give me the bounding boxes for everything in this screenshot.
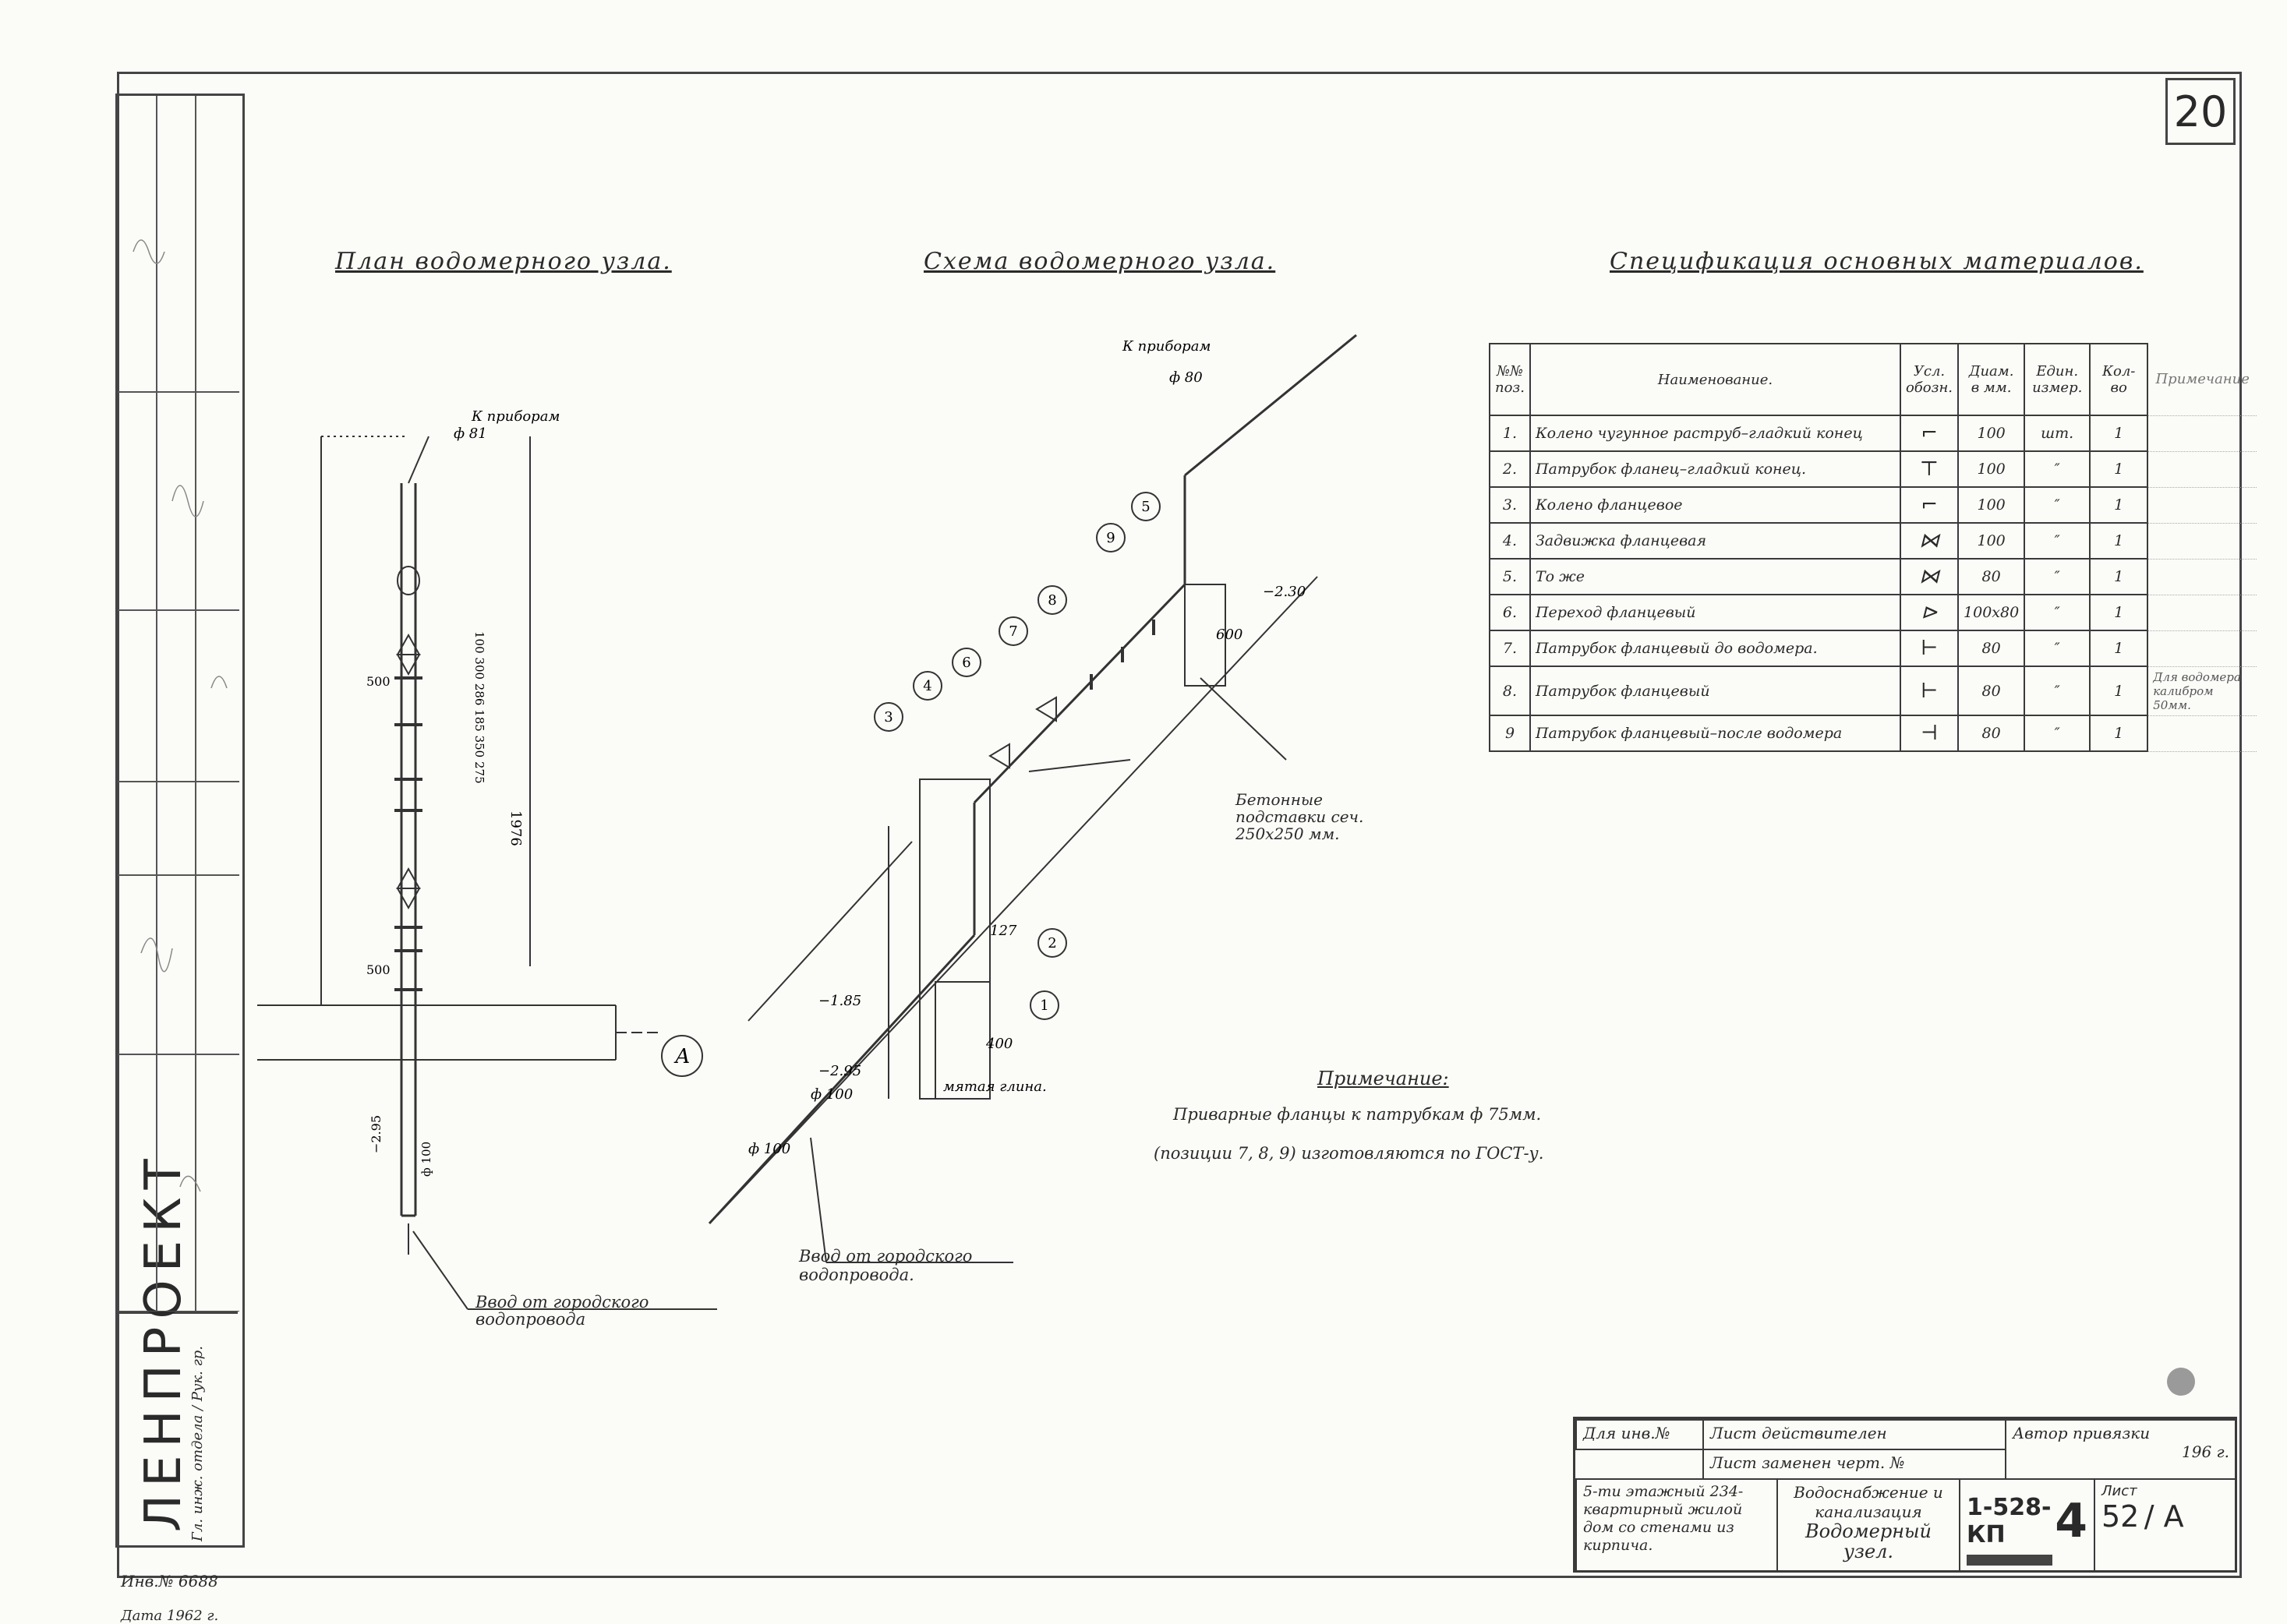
scheme-elev-bottom: −2.95 [818, 1063, 861, 1079]
sheet-number: 20 [2165, 78, 2236, 145]
note-heading: Примечание: [1317, 1068, 1449, 1089]
plan-elev: −2.95 [369, 1115, 384, 1153]
scheme-dia-b: ф 100 [811, 1086, 853, 1103]
inventory-date: Дата 1962 г. [121, 1608, 219, 1624]
drawing-frame [117, 72, 2242, 1578]
table-row: 4.Задвижка фланцевая⋈100″1 [1489, 522, 2257, 560]
note-line-2: (позиции 7, 8, 9) изготовляются по ГОСТ-… [1154, 1144, 1544, 1163]
tb-sheet: 52 [2101, 1499, 2140, 1534]
scheme-dim-600: 600 [1216, 627, 1242, 643]
scheme-dim-400: 400 [985, 1036, 1013, 1052]
note-line-1: Приварные фланцы к патрубкам ф 75мм. [1173, 1105, 1542, 1124]
spec-header-qty: Кол-во [2089, 343, 2149, 416]
callout-1: 1 [1040, 997, 1048, 1014]
tb-sheet-status: Лист действителен [1702, 1419, 2006, 1450]
tb-sheet-label: Лист [2101, 1483, 2137, 1499]
tb-sheet-replaced: Лист заменен черт. № [1702, 1449, 2006, 1480]
callout-8: 8 [1048, 592, 1056, 609]
scheme-inlet-label: Ввод от городского водопровода. [799, 1247, 973, 1284]
scheme-to-devices-dia: ф 80 [1169, 369, 1203, 386]
scheme-elev-top: −2.30 [1263, 584, 1306, 600]
spec-header-name: Наименование. [1529, 343, 1901, 416]
scheme-elev-mid: −1.85 [818, 993, 861, 1009]
table-row: 1.Колено чугунное раструб–гладкий конец⌐… [1489, 415, 2257, 452]
plan-to-devices-dia: ф 81 [454, 425, 487, 442]
spec-header-no: №№ поз. [1489, 343, 1531, 416]
table-row: 2.Патрубок фланец–гладкий конец.⊤100″1 [1489, 450, 2257, 488]
callout-5: 5 [1141, 499, 1150, 515]
tb-code: 1-528-КП [1967, 1494, 2052, 1548]
tb-format: А [2163, 1499, 2184, 1534]
plan-dia-inlet: ф 100 [419, 1142, 433, 1177]
scheme-to-devices: К приборам [1122, 338, 1211, 355]
spec-header-unit: Един. измер. [2024, 343, 2091, 416]
tb-year: 196 г. [2182, 1442, 2229, 1461]
tb-author-box: Автор привязки 196 г. [2005, 1419, 2237, 1480]
plan-dim-500-top: 500 [366, 674, 391, 689]
side-stamp-grid [118, 96, 239, 1312]
callout-4: 4 [923, 678, 931, 694]
tb-drawing: Водомерный узел. [1805, 1520, 1932, 1562]
callout-2: 2 [1048, 935, 1056, 951]
plan-dim-1976: 1976 [507, 810, 524, 846]
tb-part: 4 [2055, 1494, 2087, 1548]
plan-title: План водомерного узла. [335, 248, 672, 275]
spec-header-note: Примечание [2155, 371, 2250, 388]
plan-to-devices: К приборам [471, 408, 560, 425]
plan-inlet-label: Ввод от городского водопровода [475, 1293, 649, 1329]
scheme-concrete-label: Бетонные подставки сеч. 250х250 мм. [1235, 790, 1364, 843]
scheme-dia-a: ф 100 [748, 1141, 790, 1157]
table-row: 3.Колено фланцевое⌐100″1 [1489, 486, 2257, 524]
tb-for-copies: Для инв.№ [1575, 1419, 1704, 1450]
spec-table: №№ поз. Наименование. Усл. обозн. Диам. … [1489, 343, 2257, 752]
tb-sheet-box: Лист 52 / А [2094, 1478, 2237, 1573]
callout-9: 9 [1106, 530, 1115, 546]
table-row: 6.Переход фланцевый⊳100х80″1 [1489, 594, 2257, 631]
tb-code-bar [1967, 1555, 2052, 1566]
scheme-clay: мятая глина. [943, 1079, 1047, 1095]
side-rows-note: Гл. инж. отдела / Рук. гр. [189, 1346, 206, 1541]
callout-7: 7 [1009, 623, 1017, 640]
org-name: ЛЕНПРОЕКТ [135, 1151, 193, 1532]
spec-title: Спецификация основных материалов. [1610, 248, 2144, 275]
plan-drawing: К приборам ф 81 500 500 1976 100 300 286… [257, 408, 717, 1310]
callout-6: 6 [962, 655, 970, 671]
spec-header-sym: Усл. обозн. [1899, 343, 1960, 416]
tb-system: Водоснабжение и канализация [1794, 1483, 1943, 1521]
scheme-title: Схема водомерного узла. [924, 248, 1276, 275]
tb-system-box: Водоснабжение и канализация Водомерный у… [1776, 1478, 1960, 1573]
scheme-drawing: 1 2 3 4 6 7 8 9 5 К приборам ф 80 −2.30 … [708, 334, 1357, 1263]
tb-code-box: 1-528-КП 4 [1959, 1478, 2095, 1573]
title-block: Для инв.№ Лист действителен Лист заменен… [1573, 1417, 2237, 1573]
tb-author: Автор привязки [2013, 1424, 2151, 1442]
punch-hole [2167, 1368, 2195, 1396]
plan-section-mark: А [673, 1045, 691, 1068]
inventory-number: Инв.№ 6688 [121, 1572, 218, 1590]
plan-dim-500-bottom: 500 [366, 962, 391, 977]
callout-3: 3 [884, 709, 893, 726]
plan-dim-chain: 100 300 286 185 350 275 [472, 631, 486, 784]
spec-header-dia: Диам. в мм. [1957, 343, 2026, 416]
tb-building: 5-ти этажный 234-квартирный жилой дом со… [1575, 1478, 1778, 1573]
table-row: 7.Патрубок фланцевый до водомера.⊢80″1 [1489, 630, 2257, 667]
side-stamp: ЛЕНПРОЕКТ Гл. инж. отдела / Рук. гр. Инв… [115, 94, 245, 1624]
table-row: 5.То же⋈80″1 [1489, 558, 2257, 595]
scheme-dim-127: 127 [990, 923, 1017, 939]
org-box: ЛЕНПРОЕКТ Гл. инж. отдела / Рук. гр. [118, 1151, 238, 1548]
